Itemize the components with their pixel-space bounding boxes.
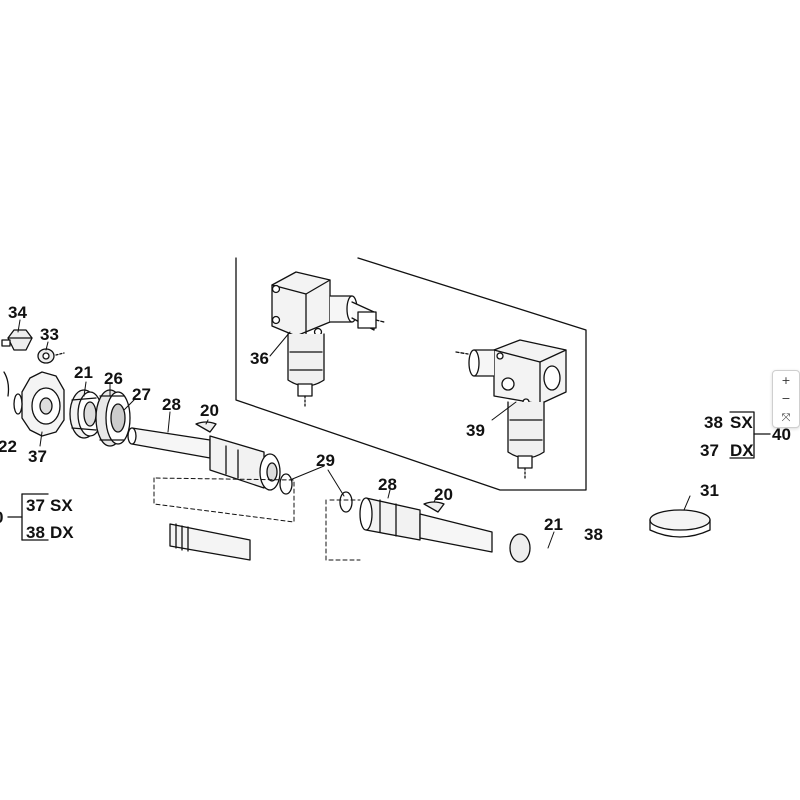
callout-20-right: 20 [434, 485, 453, 504]
legend-left-row1-num: 37 [26, 496, 45, 515]
legend-right-row2-num: 37 [700, 441, 719, 460]
zoom-control: + − ⤧ [772, 370, 800, 428]
tool-body-39 [455, 339, 567, 481]
callout-38-bottom: 38 [584, 525, 603, 544]
part-shaft-lower-left [169, 523, 251, 561]
part-21-bearing-b [509, 533, 531, 563]
callout-34: 34 [8, 303, 27, 322]
callout-21-right: 21 [544, 515, 563, 534]
part-28-shaft-a [127, 427, 281, 491]
part-31-cap [649, 509, 711, 538]
part-28-shaft-b [359, 497, 493, 553]
part-26-27-roller-bearing [95, 389, 131, 447]
callout-27: 27 [132, 385, 151, 404]
legend-right-row1-side: SX [730, 413, 753, 432]
callout-0: 0 [0, 508, 3, 527]
callout-26: 26 [104, 369, 123, 388]
tool-body-36 [271, 271, 385, 407]
legend-right-row1-num: 38 [704, 413, 723, 432]
legend-left-bracket [7, 493, 49, 541]
legend-right-bracket [729, 411, 771, 459]
dashed-assembly-lines [153, 477, 361, 561]
callout-36: 36 [250, 349, 269, 368]
zoom-reset-icon[interactable]: ⤧ [781, 410, 791, 424]
callout-39: 39 [466, 421, 485, 440]
callout-labels: 34 33 21 26 27 22 37 28 20 29 36 39 28 2… [0, 303, 791, 544]
leader-lines [17, 319, 691, 549]
legend-left-row1-side: SX [50, 496, 73, 515]
zoom-in-icon[interactable]: + [781, 373, 791, 387]
zoom-out-icon[interactable]: − [781, 392, 791, 406]
part-20-key-a [195, 421, 217, 433]
callout-31: 31 [700, 481, 719, 500]
callout-28-left: 28 [162, 395, 181, 414]
callout-28-right: 28 [378, 475, 397, 494]
callout-20-left: 20 [200, 401, 219, 420]
part-20-key-b [423, 501, 445, 513]
part-33-washer [37, 348, 65, 364]
callout-33: 33 [40, 325, 59, 344]
callout-37: 37 [28, 447, 47, 466]
callout-21-left: 21 [74, 363, 93, 382]
part-34-nut [1, 329, 33, 351]
legend-left-row2-side: DX [50, 523, 74, 542]
callout-22: 22 [0, 437, 17, 456]
part-37-bevel-gear [3, 371, 65, 437]
part-21-bearing [69, 389, 103, 439]
part-29-oring [279, 473, 353, 513]
legend-right-row2-side: DX [730, 441, 754, 460]
inset-panel [235, 257, 587, 491]
callout-29: 29 [316, 451, 335, 470]
callout-40: 40 [772, 425, 791, 444]
legend-left-row2-num: 38 [26, 523, 45, 542]
